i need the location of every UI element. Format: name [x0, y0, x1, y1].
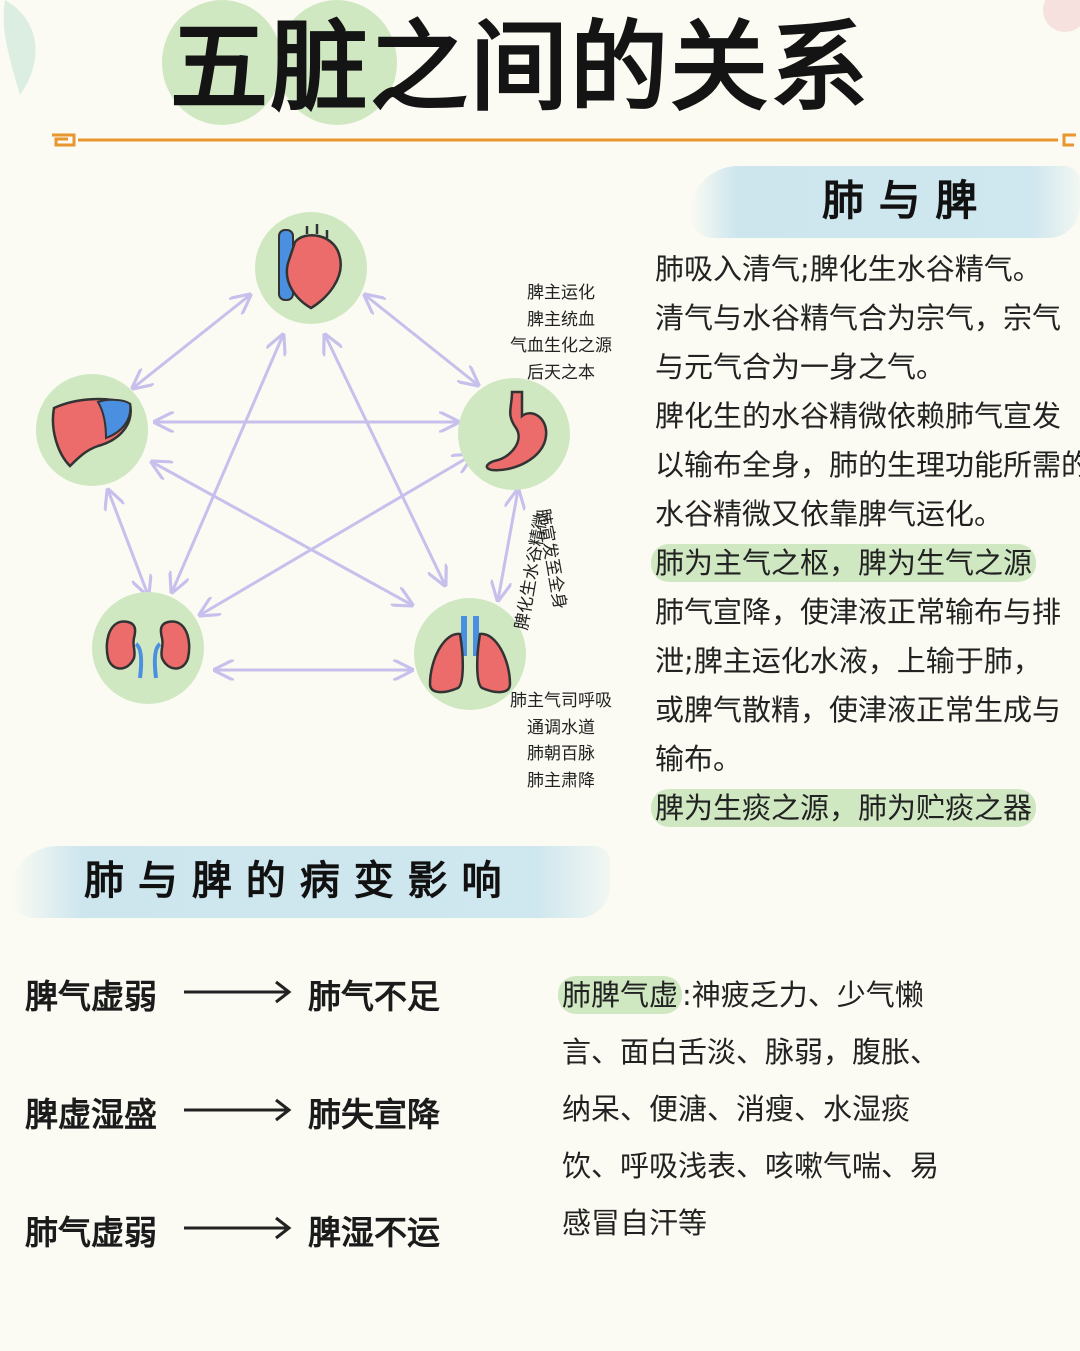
- pathology-effect: 肺失宣降: [308, 1095, 440, 1134]
- note-line: 通调水道: [527, 717, 595, 738]
- highlight-line: 肺为主气之枢，脾为生气之源: [651, 539, 1037, 588]
- section-heading-lung-spleen: 肺 与 脾: [822, 176, 978, 225]
- paragraph-line: 以输布全身，肺的生理功能所需的: [655, 448, 1080, 482]
- paragraph-line: 脾化生的水谷精微依赖肺气宣发: [655, 399, 1062, 433]
- arrow-stomach-kidneys: [200, 455, 472, 615]
- right-arrow-icon: [184, 1098, 292, 1122]
- arrow-heart-lungs: [325, 335, 445, 585]
- symptoms-line: 纳呆、便溏、消瘦、水湿痰: [562, 1092, 911, 1126]
- highlight-line: 脾为生痰之源，肺为贮痰之器: [651, 784, 1037, 833]
- paragraph-line: 与元气合为一身之气。: [655, 350, 946, 384]
- symptoms-line: 饮、呼吸浅表、咳嗽气喘、易: [562, 1149, 940, 1183]
- highlight-text: 脾为生痰之源，肺为贮痰之器: [651, 789, 1037, 827]
- heart-node: [255, 212, 367, 324]
- corner-leaf-decoration: [3, 0, 36, 95]
- pathology-cause: 脾虚湿盛: [25, 1095, 157, 1134]
- section-banner: [690, 166, 1080, 238]
- title-highlight-circle: [277, 0, 397, 125]
- stomach-node: [458, 378, 570, 490]
- section-heading-pathology: 肺 与 脾 的 病 变 影 响: [84, 858, 502, 904]
- right-arrow-icon: [184, 980, 292, 1004]
- heart-icon: [278, 224, 342, 310]
- liver-node: [36, 374, 148, 486]
- page-title: 五脏之间的关系: [170, 11, 871, 125]
- paragraph-line: 泄;脾主运化水液，上输于肺，: [655, 644, 1042, 678]
- lungs-icon: [428, 616, 512, 694]
- paragraph-line: 或脾气散精，使津液正常生成与: [655, 693, 1062, 727]
- title-highlight-circle: [162, 0, 282, 125]
- note-line: 脾主统血: [527, 309, 595, 330]
- pathology-effect: 脾湿不运: [308, 1213, 440, 1252]
- paragraph-line: 肺吸入清气;脾化生水谷精气。: [655, 252, 1042, 286]
- note-line: 肺主肃降: [527, 770, 595, 791]
- pathology-cause: 脾气虚弱: [25, 977, 157, 1016]
- right-arrow-icon: [184, 1216, 292, 1240]
- spleen-notes: 脾主运化 脾主统血 气血生化之源 后天之本: [500, 280, 622, 386]
- symptoms-line: 肺脾气虚:神疲乏力、少气懒: [558, 967, 924, 1024]
- symptoms-line: 言、面白舌淡、脉弱，腹胀、: [562, 1035, 940, 1069]
- note-line: 肺主气司呼吸: [510, 691, 612, 711]
- kidneys-icon: [105, 620, 191, 679]
- arrow-liver-heart: [133, 295, 250, 388]
- pathology-effect: 肺气不足: [308, 977, 440, 1016]
- note-line: 肺朝百脉: [527, 744, 595, 764]
- note-line: 气血生化之源: [510, 336, 612, 356]
- arrow-heart-stomach: [365, 295, 478, 385]
- symptoms-line: 感冒自汗等: [562, 1206, 708, 1240]
- stomach-icon: [485, 390, 548, 472]
- kidneys-node: [92, 592, 204, 704]
- title-divider: [52, 133, 1076, 147]
- paragraph-line: 肺气宣降，使津液正常输布与排: [655, 595, 1062, 629]
- section-banner: [10, 846, 610, 918]
- corner-flower-decoration: [1043, 0, 1080, 32]
- highlight-text: 肺为主气之枢，脾为生气之源: [651, 544, 1037, 582]
- five-organs-diagram: [0, 200, 660, 820]
- arrow-heart-kidneys: [172, 335, 283, 592]
- note-line: 脾主运化: [527, 283, 595, 303]
- lungs-node: [414, 598, 526, 710]
- arrow-liver-lungs: [152, 462, 412, 605]
- paragraph-line: 清气与水谷精气合为宗气，宗气: [655, 301, 1062, 335]
- symptoms-label: 肺脾气虚: [558, 976, 683, 1014]
- liver-icon: [51, 397, 132, 468]
- arrow-stomach-lungs: [498, 490, 518, 600]
- note-line: 后天之本: [527, 362, 595, 383]
- paragraph-line: 输布。: [655, 742, 743, 776]
- paragraph-line: 水谷精微又依靠脾气运化。: [655, 497, 1004, 531]
- symptoms-text: :神疲乏力、少气懒: [682, 978, 924, 1012]
- lung-notes: 肺主气司呼吸 通调水道 肺朝百脉 肺主肃降: [500, 688, 622, 794]
- arrow-kidneys-liver: [108, 490, 148, 595]
- pathology-cause: 肺气虚弱: [25, 1213, 157, 1252]
